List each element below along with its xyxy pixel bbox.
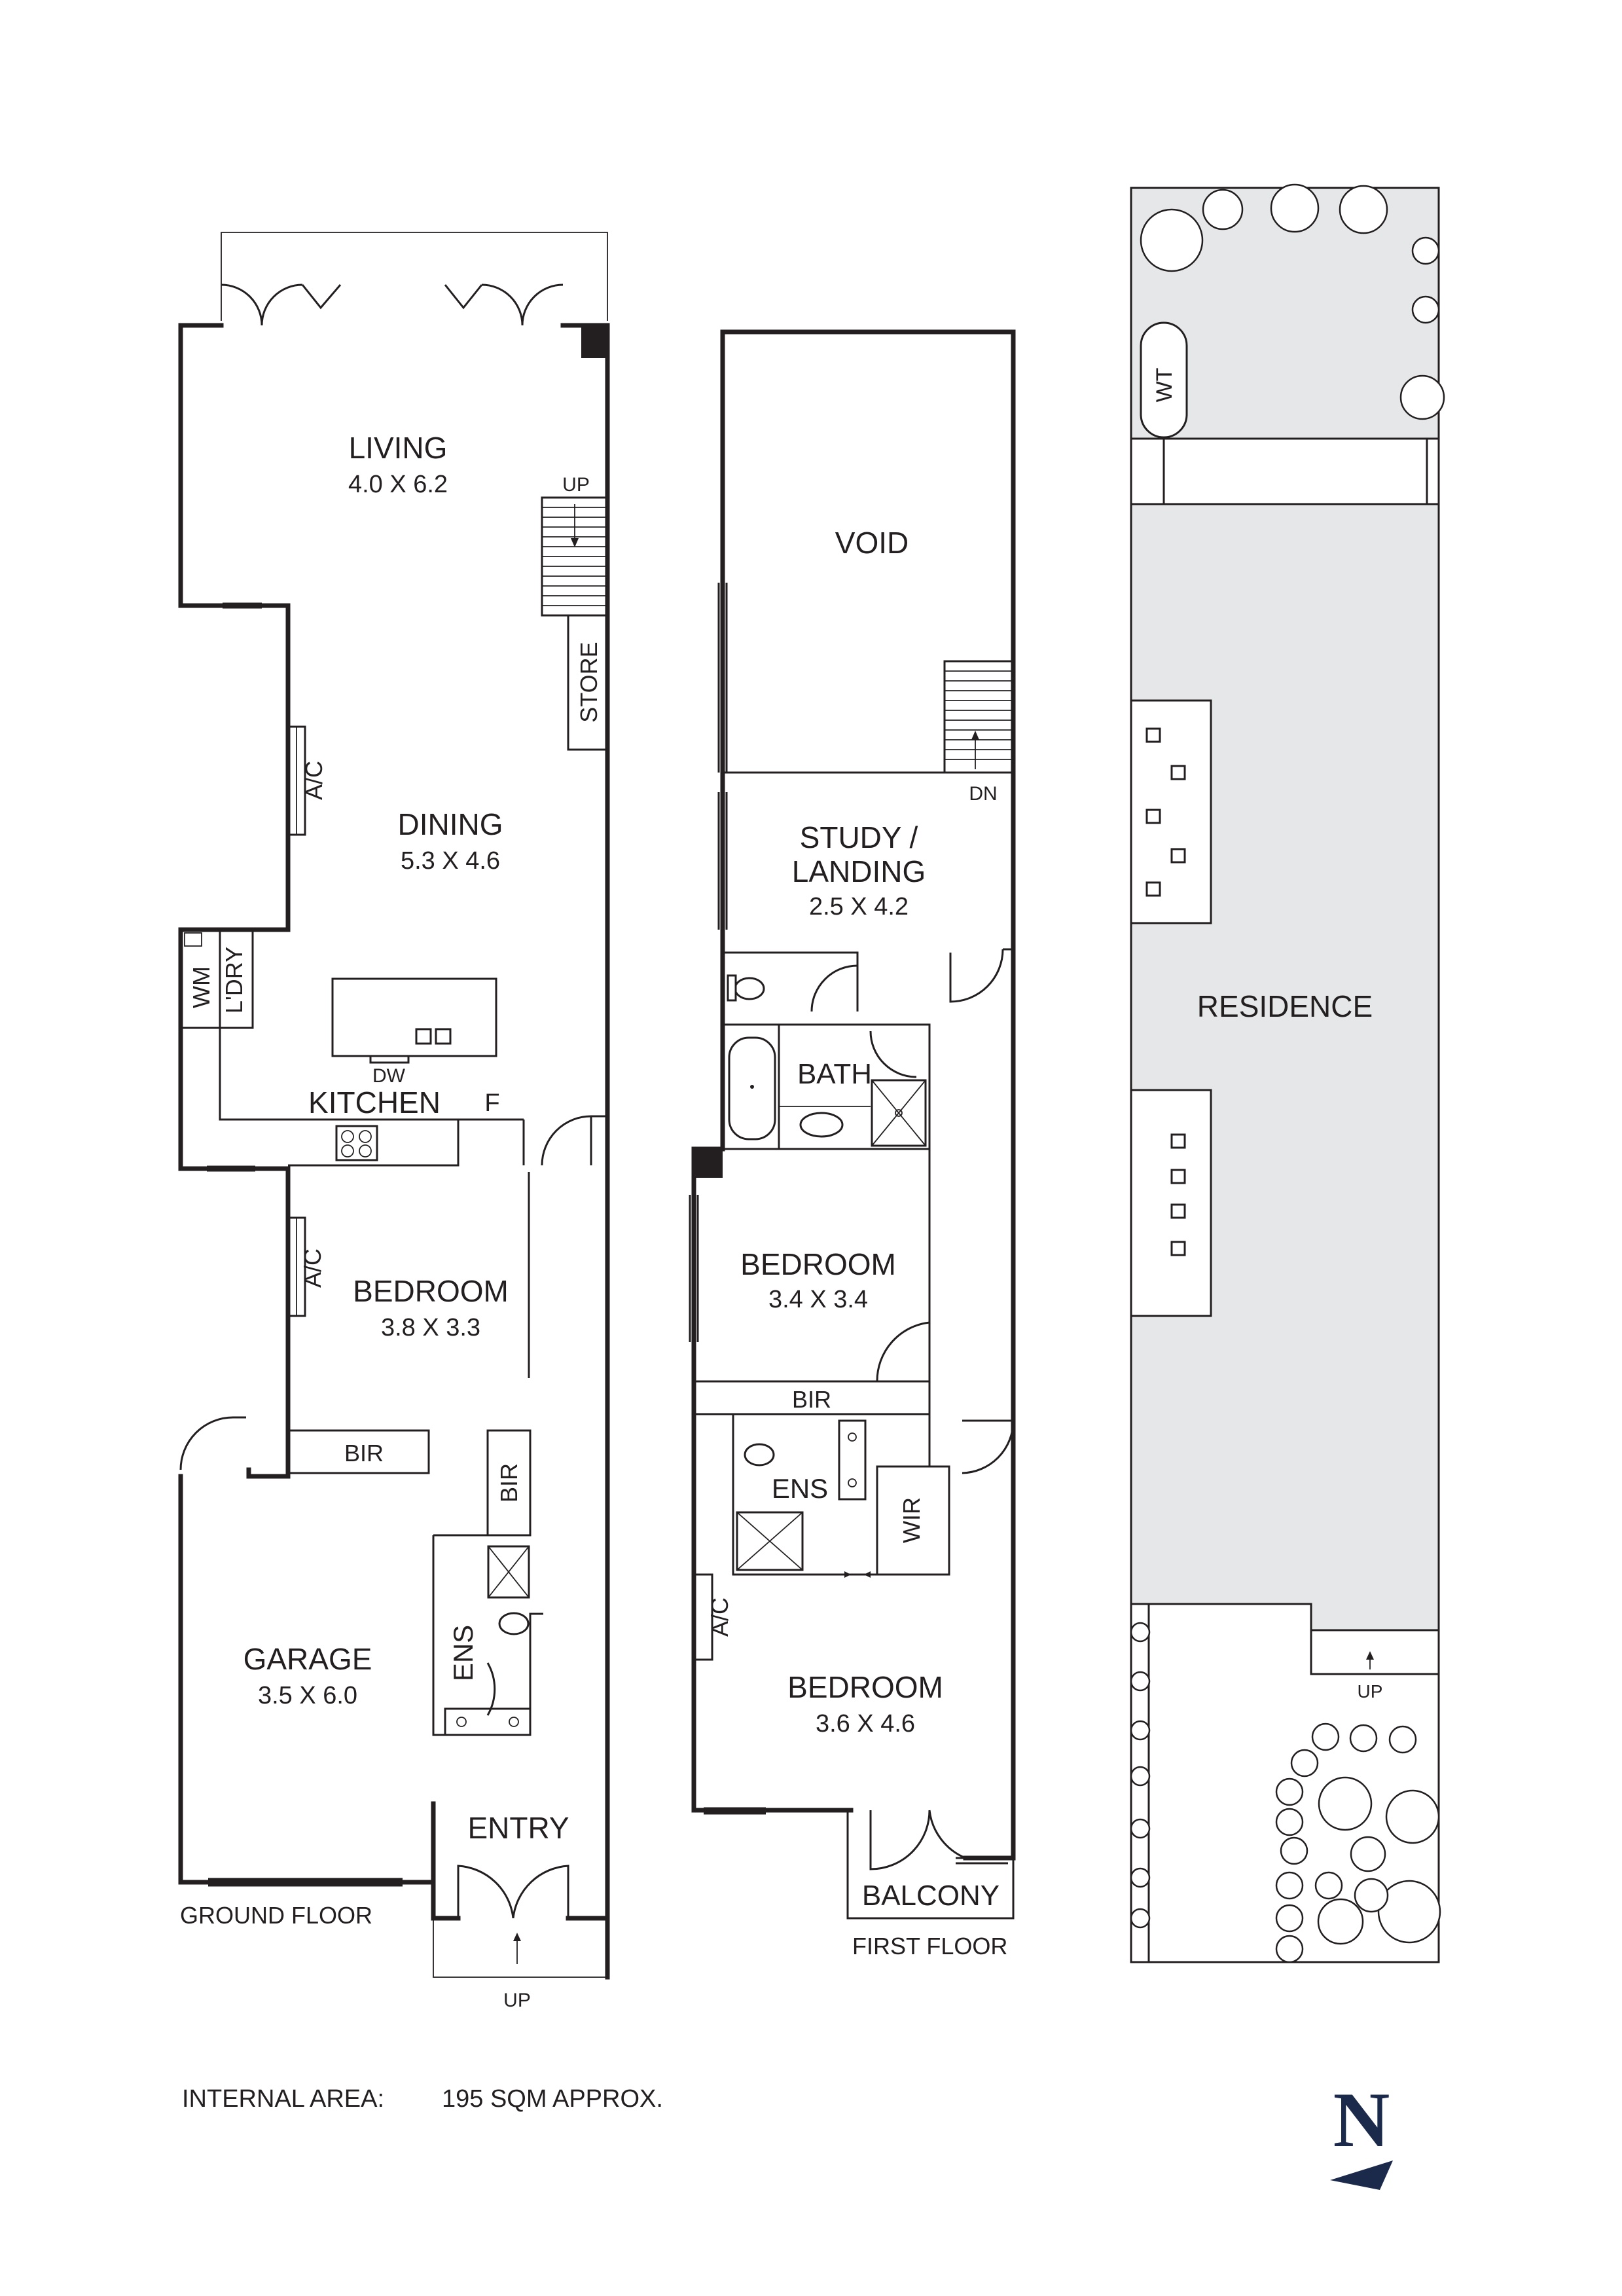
wir-label: WIR [898, 1497, 925, 1543]
ground-floor-plan [178, 232, 610, 1980]
kitchen-label: KITCHEN [308, 1085, 441, 1120]
study-label-2: LANDING [792, 854, 926, 888]
up-label-stairs: UP [562, 474, 590, 496]
garage-dim: 3.5 X 6.0 [258, 1682, 357, 1709]
ens-label-gf: ENS [448, 1625, 478, 1681]
room-labels: LIVING 4.0 X 6.2 DINING 5.3 X 4.6 KITCHE… [243, 431, 1373, 1912]
ens-label-ff: ENS [772, 1473, 828, 1504]
study-dim: 2.5 X 4.2 [809, 893, 909, 920]
bedroom-ff1-dim: 3.4 X 3.4 [768, 1286, 868, 1313]
column-living [581, 325, 607, 358]
bath-label: BATH [797, 1058, 872, 1090]
internal-area-label: INTERNAL AREA: [182, 2085, 385, 2113]
stairs-ground [541, 496, 609, 617]
ac-label-dining: A/C [300, 761, 327, 800]
fixture-labels: STORE A/C A/C A/C WM L'DRY DW F BIR BIR … [188, 368, 1382, 2011]
residence-label: RESIDENCE [1197, 989, 1373, 1023]
column-first [694, 1149, 723, 1178]
entry-label: ENTRY [467, 1811, 569, 1845]
bir-label-gf-2: BIR [496, 1463, 522, 1503]
first-floor-plan [689, 329, 1016, 1920]
north-arrow-icon: N [1330, 2076, 1393, 2190]
dn-label-stairs: DN [969, 783, 997, 805]
fridge-label: F [484, 1089, 499, 1117]
balcony-label: BALCONY [862, 1880, 1000, 1912]
bedroom-ff2-label: BEDROOM [787, 1670, 943, 1704]
living-label: LIVING [349, 431, 448, 465]
compass-letter: N [1333, 2076, 1390, 2163]
void-label: VOID [835, 526, 909, 560]
site-plan [1130, 183, 1445, 1963]
internal-area-value: 195 SQM APPROX. [442, 2085, 663, 2113]
trees-rear [1140, 183, 1445, 420]
up-label-entry: UP [503, 1990, 531, 2011]
trees-front [1130, 1622, 1441, 1963]
first-floor-title: FIRST FLOOR [852, 1933, 1007, 1959]
water-tank [1140, 321, 1188, 439]
laundry-label: L'DRY [221, 947, 247, 1013]
floor-titles: GROUND FLOOR FIRST FLOOR [180, 1902, 1007, 1959]
study-label-1: STUDY / [800, 820, 918, 854]
ac-label-ff: A/C [706, 1597, 733, 1637]
bedroom-ff2-dim: 3.6 X 4.6 [816, 1710, 915, 1738]
store-label: STORE [575, 642, 602, 722]
bir-label-ff: BIR [792, 1386, 831, 1413]
bedroom-gf-label: BEDROOM [353, 1274, 509, 1308]
bir-label-gf-1: BIR [344, 1440, 384, 1467]
stairs-first [943, 660, 1015, 774]
ac-label-bedroom: A/C [299, 1248, 326, 1288]
dining-dim: 5.3 X 4.6 [401, 847, 500, 875]
living-dim: 4.0 X 6.2 [348, 471, 448, 498]
wm-label: WM [188, 966, 215, 1008]
garage-label: GARAGE [243, 1642, 372, 1676]
ground-floor-title: GROUND FLOOR [180, 1902, 372, 1929]
wt-label: WT [1152, 368, 1177, 403]
dw-label: DW [372, 1065, 406, 1087]
bedroom-gf-dim: 3.8 X 3.3 [381, 1314, 480, 1341]
bedroom-ff1-label: BEDROOM [740, 1247, 896, 1281]
dining-label: DINING [398, 807, 503, 841]
up-label-site: UP [1358, 1681, 1383, 1702]
